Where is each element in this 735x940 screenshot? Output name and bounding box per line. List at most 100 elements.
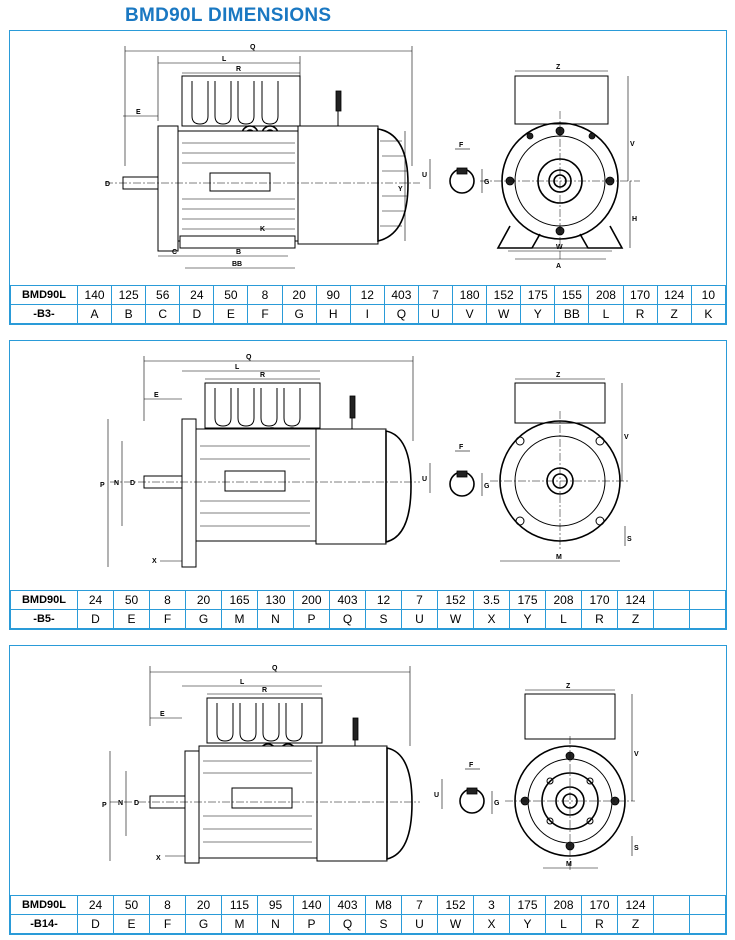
dim-label-R: R <box>262 687 267 694</box>
dim-label-Q: Q <box>272 665 278 672</box>
dim-label-M: M <box>556 554 562 561</box>
value-cell: 20 <box>185 895 222 915</box>
letter-cell: W <box>437 609 474 629</box>
dim-label-F: F <box>469 762 474 769</box>
letter-cell: S <box>365 609 402 629</box>
letter-cell: X <box>473 609 510 629</box>
value-cell: 24 <box>77 590 114 610</box>
dim-label-U: U <box>422 172 427 179</box>
dim-label-E: E <box>136 109 141 116</box>
letter-cell: B <box>111 304 147 324</box>
value-cell: 50 <box>213 285 249 305</box>
dim-label-C: C <box>172 249 177 256</box>
dim-label-X: X <box>152 558 157 565</box>
letter-cell: W <box>437 914 474 934</box>
letter-cell: Z <box>656 304 692 324</box>
value-cell: 403 <box>383 285 419 305</box>
dim-label-N: N <box>114 480 119 487</box>
dim-label-E: E <box>160 711 165 718</box>
value-cell: 3 <box>473 895 510 915</box>
dim-label-D: D <box>105 181 110 188</box>
letter-cell: Y <box>509 914 546 934</box>
value-cell: 20 <box>281 285 317 305</box>
letter-cell: P <box>293 609 330 629</box>
letter-cell: K <box>690 304 727 324</box>
letter-cell: H <box>315 304 351 324</box>
value-cell: 12 <box>365 590 402 610</box>
dim-label-F: F <box>459 142 464 149</box>
value-cell: 403 <box>329 895 366 915</box>
value-cell <box>689 895 726 915</box>
dim-label-M: M <box>566 861 572 868</box>
dim-label-D: D <box>134 800 139 807</box>
letter-cell: U <box>401 609 438 629</box>
dim-label-G: G <box>494 800 500 807</box>
dim-label-BB: BB <box>232 261 242 268</box>
letter-cell: V <box>452 304 488 324</box>
letter-cell: C <box>145 304 181 324</box>
letter-cell: P <box>293 914 330 934</box>
page-title: BMD90L DIMENSIONS <box>125 5 332 26</box>
value-cell: 152 <box>437 590 474 610</box>
letter-cell: M <box>221 914 258 934</box>
panel-b5: Q L R E P N D X F <box>9 340 727 630</box>
dim-label-G: G <box>484 179 490 186</box>
dim-label-G: G <box>484 483 490 490</box>
letter-cell: Y <box>509 609 546 629</box>
dim-label-X: X <box>156 855 161 862</box>
dim-label-N: N <box>118 800 123 807</box>
model-label: BMD90L <box>10 895 78 915</box>
letter-cell: X <box>473 914 510 934</box>
letter-cell: Z <box>617 914 654 934</box>
dim-label-B: B <box>236 249 241 256</box>
value-cell: 90 <box>315 285 351 305</box>
value-cell <box>653 590 690 610</box>
value-cell: 115 <box>221 895 258 915</box>
letter-cell <box>653 914 690 934</box>
letter-cell: Q <box>329 609 366 629</box>
letter-cell: BB <box>554 304 590 324</box>
letter-cell: I <box>349 304 385 324</box>
letter-cell: E <box>113 609 150 629</box>
dim-label-V: V <box>624 434 629 441</box>
mount-label: -B5- <box>10 609 78 629</box>
mount-label: -B14- <box>10 914 78 934</box>
letter-cell: E <box>213 304 249 324</box>
value-cell: 7 <box>401 895 438 915</box>
value-cell: 155 <box>554 285 590 305</box>
panel-b14: Q L R E P N D X F <box>9 645 727 935</box>
dim-label-L: L <box>235 364 240 371</box>
value-cell: 50 <box>113 895 150 915</box>
value-cell: 175 <box>509 895 546 915</box>
dim-label-Y: Y <box>398 186 403 193</box>
dim-label-Q: Q <box>250 44 256 51</box>
value-cell: 10 <box>690 285 727 305</box>
value-cell <box>653 895 690 915</box>
dim-label-V: V <box>630 141 635 148</box>
dim-label-R: R <box>260 372 265 379</box>
dim-label-S: S <box>634 845 639 852</box>
value-cell: 8 <box>149 895 186 915</box>
value-cell: 175 <box>520 285 556 305</box>
dim-label-D: D <box>130 480 135 487</box>
letter-cell <box>689 609 726 629</box>
value-cell: 170 <box>581 895 618 915</box>
letter-cell: F <box>149 609 186 629</box>
mount-label: -B3- <box>10 304 78 324</box>
value-cell: 175 <box>509 590 546 610</box>
letter-cell: F <box>149 914 186 934</box>
value-cell: 24 <box>77 895 114 915</box>
value-cell: 140 <box>76 285 113 305</box>
letter-cell: D <box>77 609 114 629</box>
dim-label-K: K <box>260 226 265 233</box>
value-cell: 124 <box>656 285 692 305</box>
letter-cell: W <box>486 304 522 324</box>
dim-label-Z: Z <box>556 372 561 379</box>
value-cell: 56 <box>145 285 181 305</box>
value-cell: 140 <box>293 895 330 915</box>
